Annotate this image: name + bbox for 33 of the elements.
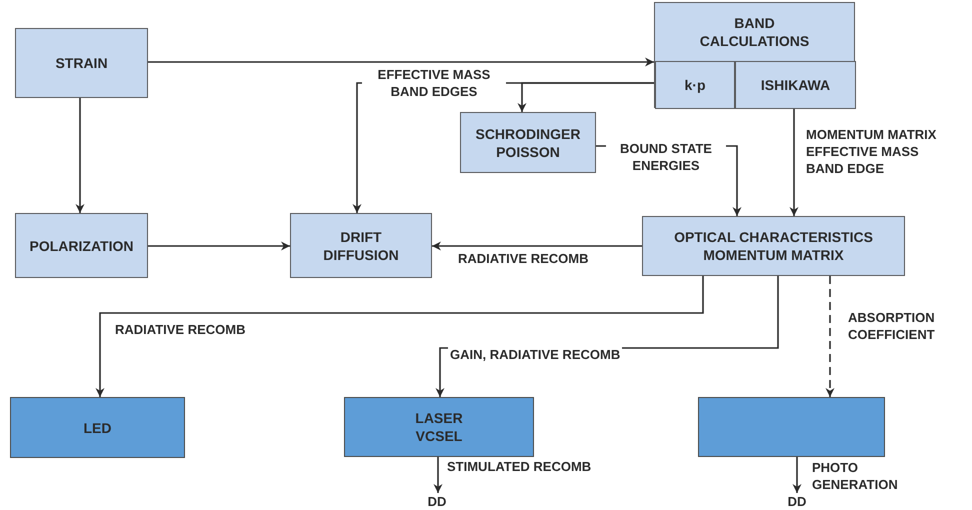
arrow [790,109,798,216]
box-label: ISHIKAWA [760,76,830,94]
box-label: OPTICAL CHARACTERISTICS MOMENTUM MATRIX [673,228,874,264]
process-box [655,61,735,109]
process-box [15,28,148,98]
box-label: STRAIN [55,54,108,72]
arrow [96,276,704,397]
arrow [792,457,802,493]
arrow [148,58,654,66]
box-label: LED [84,418,112,436]
arrow [148,242,290,250]
process-box [460,112,596,173]
output-label: DD [428,494,446,510]
box-label: DRIFT DIFFUSION [322,228,400,264]
process-box [642,216,905,276]
process-box [735,61,856,109]
box-label: BAND CALCULATIONS [698,14,810,50]
process-box [290,213,432,278]
output-label: DD [788,494,806,510]
box-label: LASER VCSEL [414,409,464,445]
process-box [654,2,855,108]
arrow [434,457,442,493]
output-box [344,397,534,457]
box-label: k·p [684,76,706,94]
empty-box [698,397,885,457]
box-label: SCHRODINGER POISSON [474,124,582,160]
arrow [826,276,834,397]
arrow [432,242,642,250]
box-label: POLARIZATION [30,236,134,254]
output-box [10,397,185,458]
edge-label: GAIN, RADIATIVE RECOMB [448,346,622,363]
process-box [15,213,148,278]
arrow [76,98,84,213]
